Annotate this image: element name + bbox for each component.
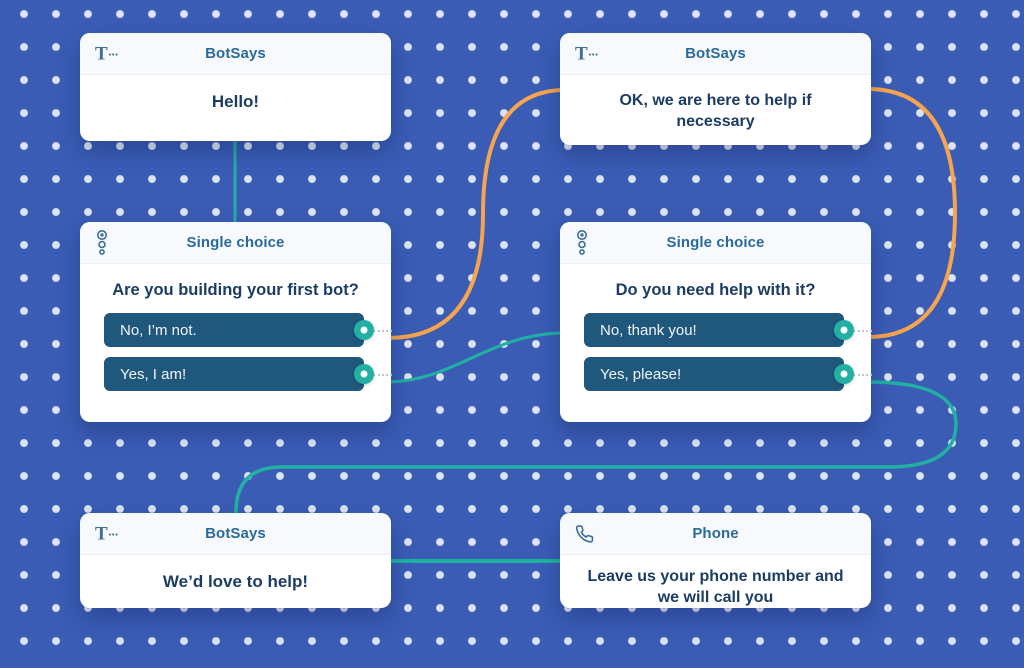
connector-nothanks-to-botsays-ok — [866, 87, 958, 339]
choice-question: Do you need help with it? — [615, 281, 816, 299]
option-label: Yes, I am! — [120, 365, 187, 383]
choice-question: Are you building your first bot? — [112, 281, 359, 299]
connector-yes-to-singlechoice2 — [386, 331, 567, 384]
option-no-im-not[interactable]: No, I’m not. — [104, 313, 392, 347]
connector-yesplease-to-botsays-love — [234, 380, 958, 514]
node-header: Single choice — [560, 222, 871, 264]
node-title: Phone — [692, 525, 739, 542]
node-title: Single choice — [666, 234, 765, 251]
node-header: T··· BotSays — [80, 513, 391, 555]
port-stub — [373, 374, 392, 376]
node-botsays-love-to-help[interactable]: T··· BotSays We’d love to help! — [80, 513, 391, 608]
node-phone[interactable]: Phone Leave us your phone number and we … — [560, 513, 871, 608]
node-message: Leave us your phone number and we will c… — [587, 568, 844, 606]
option-yes-i-am[interactable]: Yes, I am! — [104, 357, 392, 391]
option-yes-please[interactable]: Yes, please! — [584, 357, 872, 391]
node-title: BotSays — [205, 45, 266, 62]
option-no-thank-you[interactable]: No, thank you! — [584, 313, 872, 347]
node-title: Single choice — [186, 234, 285, 251]
option-label: No, I’m not. — [120, 321, 197, 339]
node-botsays-ok[interactable]: T··· BotSays OK, we are here to help if … — [560, 33, 871, 145]
port-stub — [373, 330, 392, 332]
phone-icon — [575, 524, 594, 543]
node-message: We’d love to help! — [162, 572, 309, 591]
text-message-icon: T··· — [575, 43, 599, 64]
port-stub — [853, 330, 872, 332]
text-message-icon: T··· — [95, 43, 119, 64]
single-choice-icon — [575, 229, 589, 256]
node-title: BotSays — [685, 45, 746, 62]
option-output-port[interactable] — [834, 364, 854, 384]
connector-no-to-botsays-ok — [386, 88, 567, 340]
node-title: BotSays — [205, 525, 266, 542]
option-output-port[interactable] — [354, 320, 374, 340]
text-message-icon: T··· — [95, 523, 119, 544]
option-output-port[interactable] — [834, 320, 854, 340]
node-botsays-hello[interactable]: T··· BotSays Hello! — [80, 33, 391, 141]
node-header: Single choice — [80, 222, 391, 264]
node-singlechoice-need-help[interactable]: Single choice Do you need help with it? … — [560, 222, 872, 422]
port-stub — [853, 374, 872, 376]
option-output-port[interactable] — [354, 364, 374, 384]
node-header: T··· BotSays — [560, 33, 871, 75]
option-label: No, thank you! — [600, 321, 697, 339]
option-label: Yes, please! — [600, 365, 682, 383]
node-message: Hello! — [211, 92, 260, 111]
node-header: T··· BotSays — [80, 33, 391, 75]
node-singlechoice-first-bot[interactable]: Single choice Are you building your firs… — [80, 222, 392, 422]
node-message: OK, we are here to help if necessary — [619, 92, 812, 130]
single-choice-icon — [95, 229, 109, 256]
node-header: Phone — [560, 513, 871, 555]
